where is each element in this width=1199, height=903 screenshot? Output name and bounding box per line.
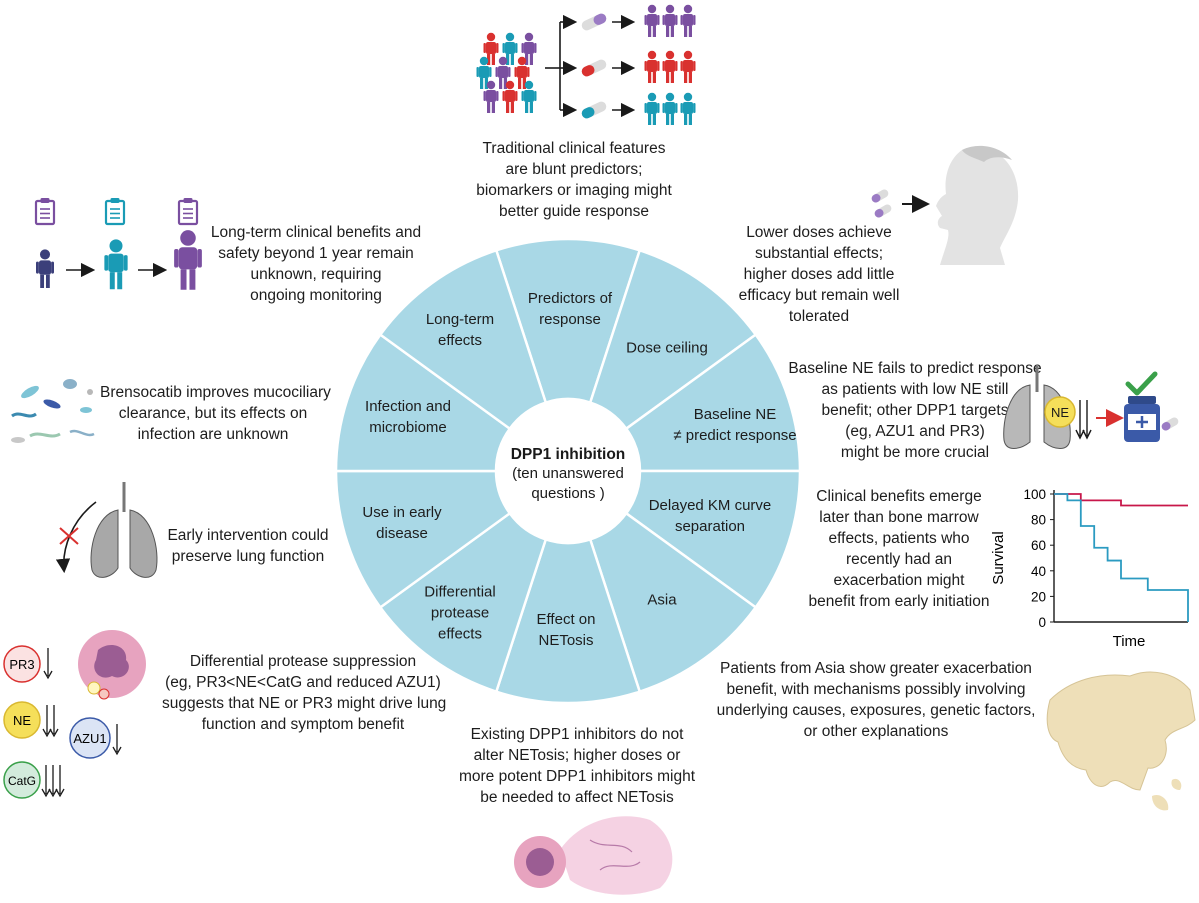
- note-line: biomarkers or imaging might: [476, 182, 672, 199]
- note-line: underlying causes, exposures, genetic fa…: [716, 702, 1036, 719]
- segment-label-line: Infection and: [365, 398, 451, 415]
- center-title: DPP1 inhibition: [510, 446, 626, 463]
- note-line: recently had an: [846, 551, 952, 568]
- note-line: as patients with low NE still: [821, 381, 1009, 398]
- note-line: unknown, requiring: [250, 266, 382, 283]
- segment-label-line: Baseline NE: [693, 406, 777, 423]
- note-line: Early intervention could: [167, 527, 329, 544]
- segment-label-baseline-ne: Baseline NE ≠ predict response: [673, 404, 796, 446]
- note-line: might be more crucial: [840, 444, 990, 461]
- note-line: benefit; other DPP1 targets: [821, 402, 1009, 419]
- segment-label-line: Use in early: [362, 504, 442, 521]
- note-predictors: Traditional clinical features are blunt …: [468, 138, 680, 222]
- note-line: Traditional clinical features: [482, 140, 666, 157]
- note-line: alter NETosis; higher doses or: [473, 747, 681, 764]
- note-line: ongoing monitoring: [250, 287, 382, 304]
- segment-label-predictors: Predictors of response: [528, 288, 612, 330]
- note-line: Lower doses achieve: [746, 224, 892, 241]
- segment-label-line: microbiome: [369, 419, 447, 436]
- note-line: later than bone marrow: [819, 509, 979, 526]
- note-line: better guide response: [499, 203, 649, 220]
- note-line: function and symptom benefit: [201, 716, 405, 733]
- note-protease: Differential protease suppression (eg, P…: [162, 651, 447, 735]
- segment-label-protease: Differential protease effects: [424, 582, 495, 645]
- note-line: higher doses add little: [743, 266, 895, 283]
- note-line: Brensocatib improves mucociliary: [100, 384, 331, 401]
- note-line: Long-term clinical benefits and: [210, 224, 422, 241]
- segment-label-line: Effect on: [536, 611, 596, 628]
- segment-label-infection: Infection and microbiome: [365, 396, 451, 438]
- segment-label-line: Delayed KM curve: [648, 497, 772, 514]
- segment-label-line: response: [539, 311, 601, 328]
- note-line: Differential protease suppression: [189, 653, 417, 670]
- note-line: substantial effects;: [754, 245, 884, 262]
- note-line: Clinical benefits emerge: [816, 488, 982, 505]
- note-line: preserve lung function: [171, 548, 325, 565]
- segment-label-line: Long-term: [425, 311, 495, 328]
- note-delayed: Clinical benefits emerge later than bone…: [792, 486, 1006, 612]
- segment-label-early-disease: Use in early disease: [362, 502, 441, 544]
- note-line: suggests that NE or PR3 might drive lung: [162, 695, 447, 712]
- note-line: benefit, with mechanisms possibly involv…: [726, 681, 1026, 698]
- note-line: be needed to affect NETosis: [480, 789, 674, 806]
- segment-label-netosis: Effect on NETosis: [537, 609, 596, 651]
- note-line: efficacy but remain well: [738, 287, 900, 304]
- segment-label-line: disease: [376, 525, 428, 542]
- note-netosis: Existing DPP1 inhibitors do not alter NE…: [446, 724, 708, 808]
- segment-label-line: NETosis: [538, 632, 594, 649]
- note-line: clearance, but its effects on: [118, 405, 308, 422]
- note-line: Baseline NE fails to predict response: [788, 360, 1042, 377]
- note-line: are blunt predictors;: [505, 161, 643, 178]
- note-line: benefit from early initiation: [808, 593, 990, 610]
- note-line: or other explanations: [803, 723, 949, 740]
- segment-label-line: separation: [674, 518, 746, 535]
- note-line: (eg, AZU1 and PR3): [845, 423, 985, 440]
- wheel-center: [496, 399, 640, 543]
- note-line: infection are unknown: [137, 426, 289, 443]
- note-asia: Patients from Asia show greater exacerba…: [714, 658, 1038, 742]
- segment-label-long-term: Long-term effects: [426, 309, 494, 351]
- segment-label-line: effects: [438, 625, 482, 643]
- segment-label-line: ≠ predict response: [673, 427, 797, 444]
- center-subtitle-line: (ten unanswered: [512, 465, 624, 482]
- note-long-term: Long-term clinical benefits and safety b…: [208, 222, 424, 306]
- segment-label-delayed-km: Delayed KM curve separation: [649, 495, 772, 537]
- note-line: safety beyond 1 year remain: [218, 245, 414, 262]
- note-dose: Lower doses achieve substantial effects;…: [724, 222, 914, 327]
- segment-label-line: effects: [438, 332, 482, 349]
- center-subtitle-line: questions ): [531, 485, 605, 502]
- note-line: Patients from Asia show greater exacerba…: [720, 660, 1032, 677]
- note-line: exacerbation might: [833, 572, 965, 589]
- note-line: more potent DPP1 inhibitors might: [458, 768, 696, 785]
- note-early: Early intervention could preserve lung f…: [160, 525, 336, 567]
- segment-label-line: Dose ceiling: [626, 339, 708, 357]
- segment-label-line: protease: [430, 604, 490, 622]
- segment-label-line: Differential: [424, 583, 496, 601]
- segment-label-line: Predictors of: [527, 290, 613, 307]
- note-line: tolerated: [788, 308, 850, 325]
- segment-label-asia: Asia: [647, 590, 676, 611]
- note-baseline: Baseline NE fails to predict response as…: [782, 358, 1048, 463]
- note-line: Existing DPP1 inhibitors do not: [470, 726, 684, 743]
- note-infection: Brensocatib improves mucociliary clearan…: [100, 382, 331, 445]
- segment-label-dose-ceiling: Dose ceiling: [626, 338, 708, 359]
- center-subtitle: (ten unanswered questions ): [512, 464, 624, 504]
- note-line: (eg, PR3<NE<CatG and reduced AZU1): [165, 674, 441, 691]
- segment-label-line: Asia: [647, 591, 677, 609]
- note-line: effects, patients who: [828, 530, 970, 547]
